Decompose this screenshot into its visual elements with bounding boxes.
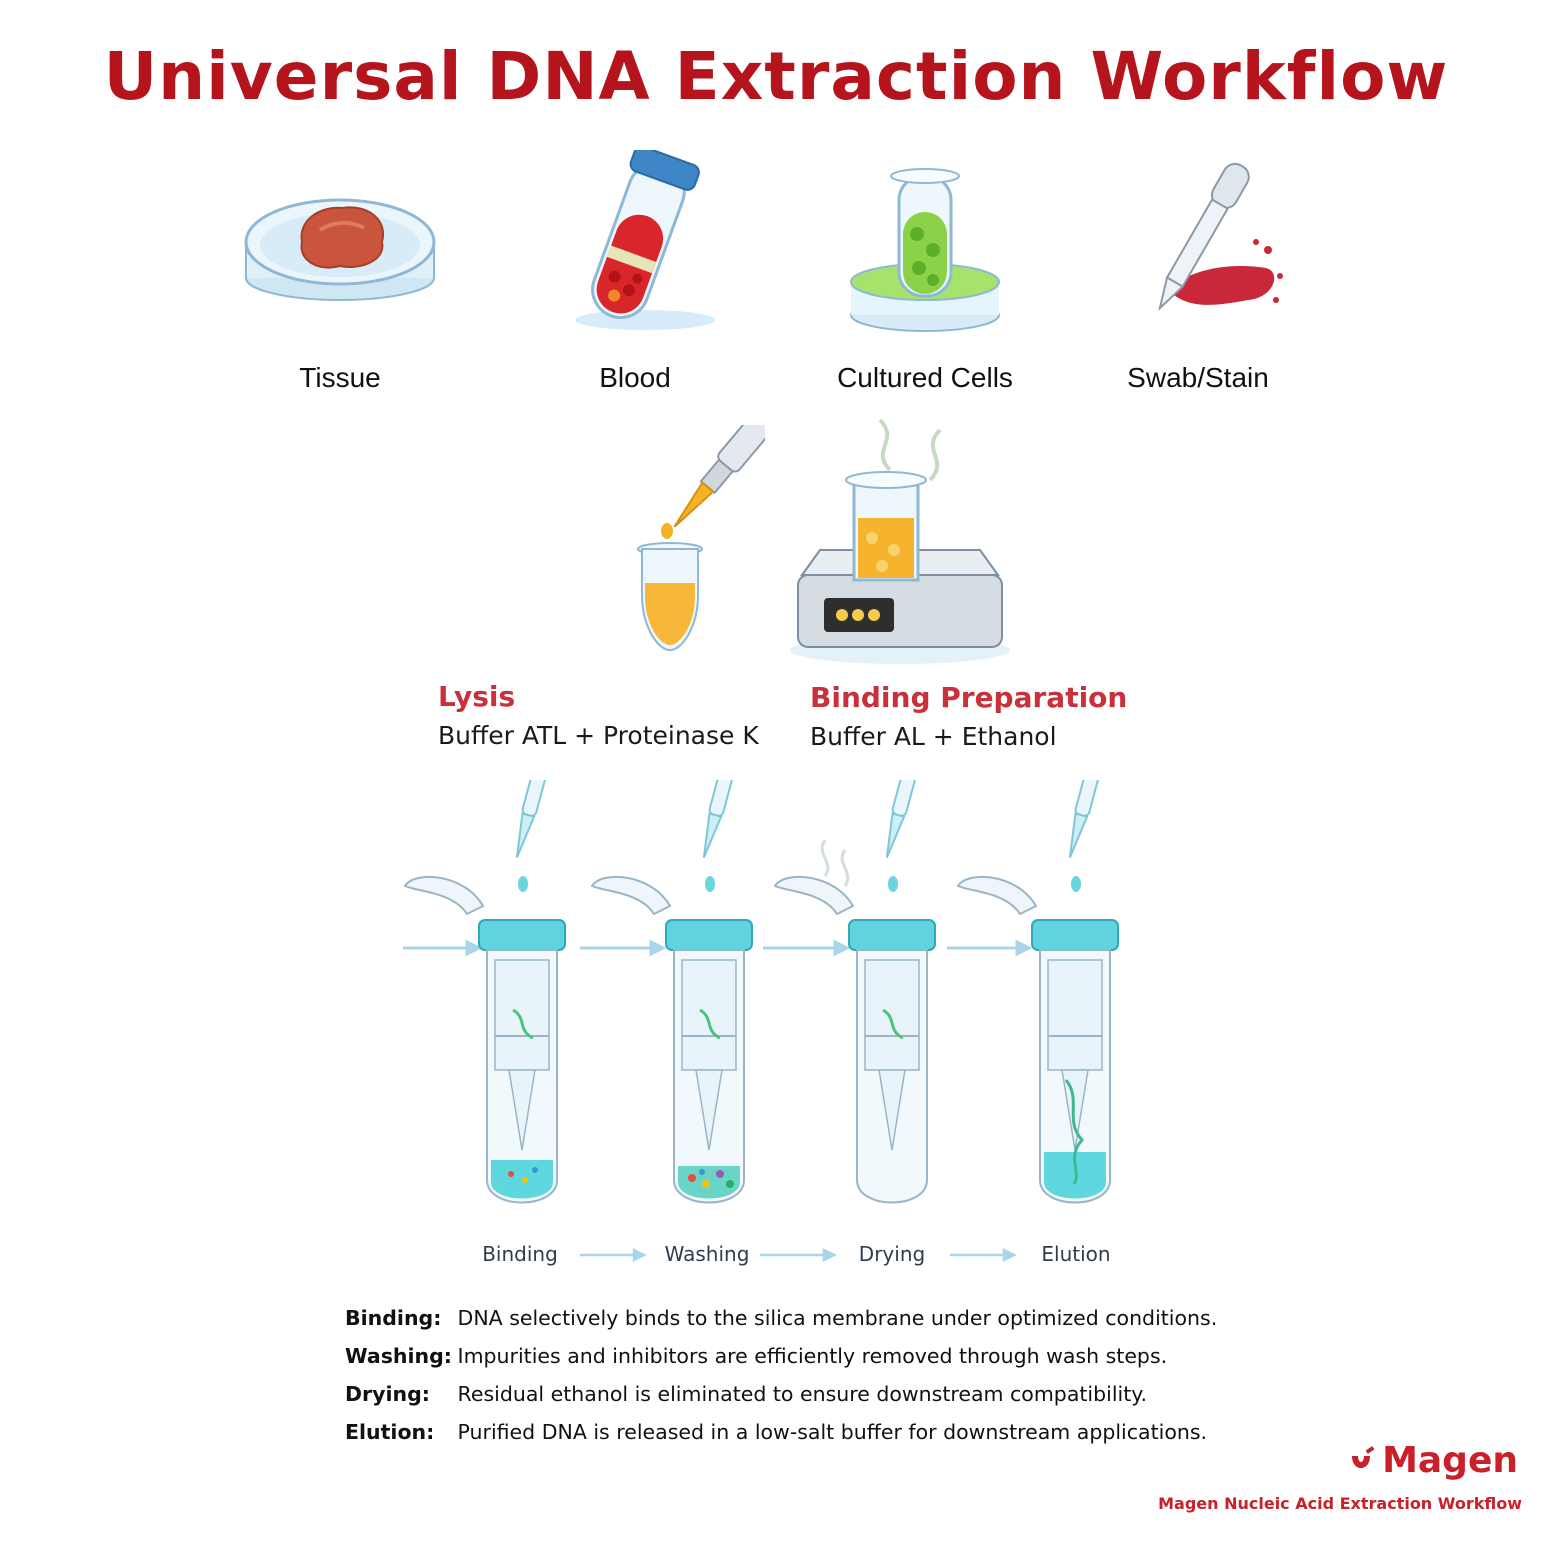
page-title: Universal DNA Extraction Workflow — [103, 38, 1449, 115]
sample-label-swab-stain: Swab/Stain — [1127, 362, 1269, 393]
tube-washing — [591, 780, 753, 1204]
tube-drying — [774, 780, 936, 1204]
lysis-pipette-tube-icon — [637, 425, 765, 652]
culture-tube-icon — [850, 168, 1000, 332]
step-label-washing: Washing — [664, 1242, 750, 1266]
binding-prep-title: Binding Preparation — [810, 681, 1128, 714]
desc-binding: Binding: DNA selectively binds to the si… — [345, 1306, 1217, 1330]
sample-cultured-cells: Cultured Cells — [795, 150, 1055, 410]
desc-text: Impurities and inhibitors are efficientl… — [457, 1344, 1168, 1368]
desc-term: Washing: — [345, 1344, 453, 1368]
step-label-binding: Binding — [482, 1242, 558, 1266]
tube-elution — [957, 780, 1119, 1204]
desc-washing: Washing: Impurities and inhibitors are e… — [345, 1344, 1167, 1368]
spin-column-workflow — [403, 780, 1119, 1204]
sample-tissue: Tissue — [210, 150, 470, 410]
desc-term: Binding: — [345, 1306, 442, 1330]
sample-label-tissue: Tissue — [299, 362, 381, 393]
desc-text: Residual ethanol is eliminated to ensure… — [457, 1382, 1147, 1406]
step-arrows — [580, 1247, 1017, 1263]
step-label-drying: Drying — [858, 1242, 926, 1266]
brand-logo: Magen — [1346, 1440, 1518, 1481]
sample-label-cultured-cells: Cultured Cells — [837, 362, 1013, 393]
desc-term: Elution: — [345, 1420, 435, 1444]
magnet-icon — [1352, 1445, 1375, 1468]
lysis-title: Lysis — [438, 680, 516, 713]
desc-text: DNA selectively binds to the silica memb… — [457, 1306, 1218, 1330]
tube-binding — [404, 780, 566, 1204]
desc-term: Drying: — [345, 1382, 430, 1406]
blood-tube-icon — [575, 150, 715, 330]
footer-caption: Magen Nucleic Acid Extraction Workflow — [1158, 1494, 1522, 1513]
heat-block-icon — [790, 418, 1010, 664]
desc-drying: Drying: Residual ethanol is eliminated t… — [345, 1382, 1147, 1406]
dropper-stain-icon — [1158, 162, 1283, 312]
step-label-elution: Elution — [1041, 1242, 1111, 1266]
brand-name: Magen — [1382, 1440, 1518, 1481]
binding-prep-subtitle: Buffer AL + Ethanol — [810, 722, 1057, 751]
sample-swab-stain: Swab/Stain — [1068, 150, 1328, 410]
desc-elution: Elution: Purified DNA is released in a l… — [345, 1420, 1207, 1444]
tissue-dish-icon — [244, 198, 436, 301]
desc-text: Purified DNA is released in a low-salt b… — [457, 1420, 1208, 1444]
sample-label-blood: Blood — [599, 362, 671, 393]
sample-blood: Blood — [505, 150, 765, 410]
lysis-subtitle: Buffer ATL + Proteinase K — [438, 721, 759, 750]
